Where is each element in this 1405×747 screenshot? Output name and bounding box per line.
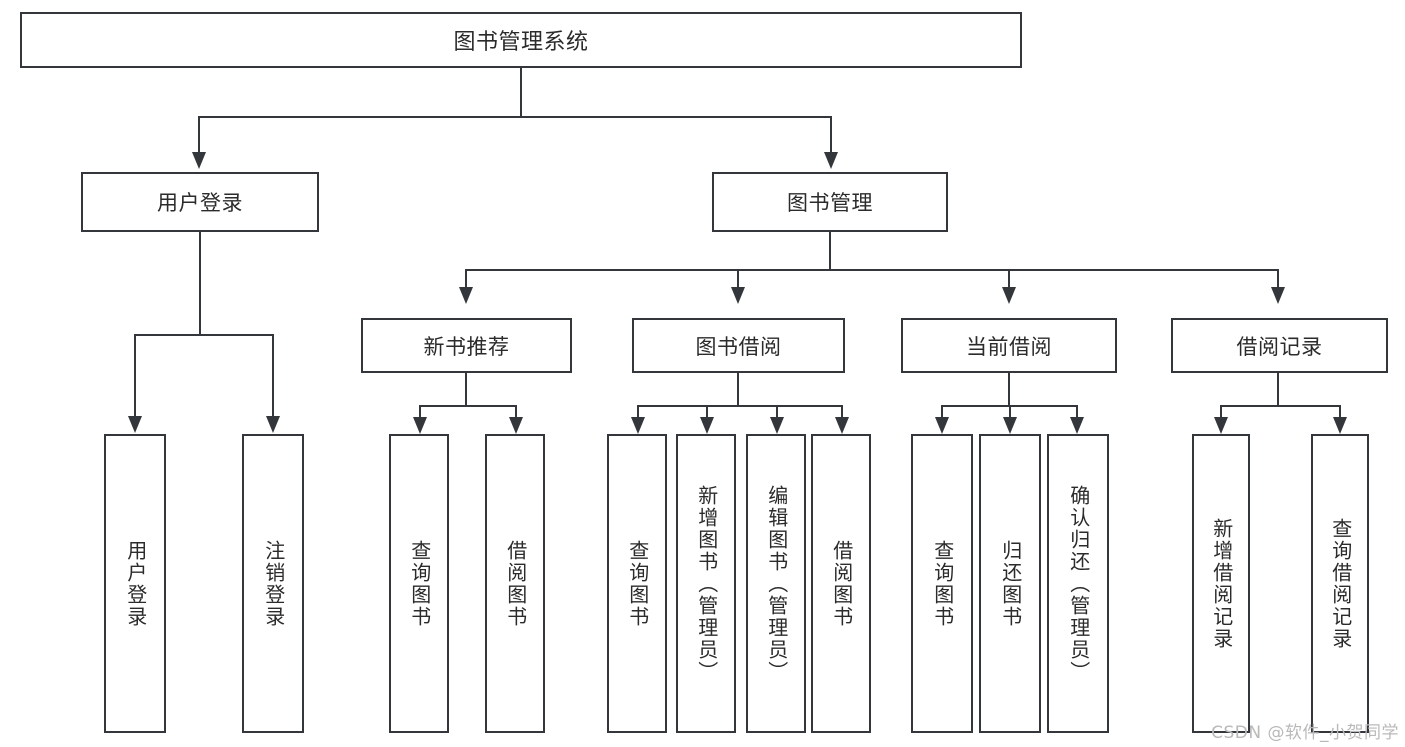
node-label: 注销登录 — [261, 539, 286, 628]
leaf-borrow-book-recommend[interactable]: 借阅图书 — [485, 434, 545, 733]
node-book-borrow[interactable]: 图书借阅 — [632, 318, 845, 373]
leaf-query-book-current[interactable]: 查询图书 — [911, 434, 973, 733]
edge-root-stem — [520, 68, 522, 117]
node-label: 查询借阅记录 — [1328, 517, 1353, 650]
node-label: 图书管理系统 — [453, 30, 589, 55]
edge-to-new-book-recommend — [465, 269, 467, 289]
node-current-borrow[interactable]: 当前借阅 — [901, 318, 1117, 373]
arrow-down-icon — [266, 416, 280, 433]
leaf-query-book-recommend[interactable]: 查询图书 — [389, 434, 449, 733]
edge-borrow-record-stem — [1277, 373, 1279, 406]
edge-cb-to-leaf-3 — [1076, 405, 1078, 419]
node-label: 归还图书 — [998, 539, 1023, 628]
edge-to-book-borrow — [737, 269, 739, 289]
arrow-down-icon — [128, 416, 142, 433]
edge-user-login-stem — [199, 232, 201, 336]
edge-br-to-leaf-1 — [1220, 405, 1222, 419]
arrow-down-icon — [459, 287, 473, 304]
edge-new-book-recommend-stem — [465, 373, 467, 406]
arrow-down-icon — [1003, 417, 1017, 434]
node-label: 借阅图书 — [503, 539, 528, 628]
arrow-down-icon — [1214, 417, 1228, 434]
node-label: 用户登录 — [157, 191, 243, 215]
node-label: 新书推荐 — [423, 334, 510, 359]
arrow-down-icon — [1271, 287, 1285, 304]
node-label: 查询图书 — [930, 539, 955, 628]
arrow-down-icon — [413, 417, 427, 434]
node-label: 新增借阅记录 — [1209, 517, 1234, 650]
arrow-down-icon — [509, 417, 523, 434]
node-label: 当前借阅 — [966, 334, 1052, 359]
arrow-down-icon — [935, 417, 949, 434]
node-label: 借阅记录 — [1236, 334, 1323, 359]
edge-borrow-record-bus — [1220, 405, 1341, 407]
node-label: 图书借阅 — [695, 334, 782, 359]
node-label: 查询图书 — [407, 539, 432, 628]
node-label: 新增图书（管理员） — [694, 484, 719, 683]
leaf-query-book-borrow[interactable]: 查询图书 — [607, 434, 667, 733]
node-label: 图书管理 — [787, 191, 873, 215]
edge-user-login-to-leaf-2 — [272, 334, 274, 418]
node-new-book-recommend[interactable]: 新书推荐 — [361, 318, 572, 373]
node-label: 查询图书 — [625, 539, 650, 628]
edge-to-borrow-record — [1277, 269, 1279, 289]
leaf-confirm-return-admin[interactable]: 确认归还（管理员） — [1047, 434, 1109, 733]
arrow-down-icon — [770, 417, 784, 434]
node-label: 用户登录 — [123, 539, 148, 628]
edge-root-to-user-login — [198, 116, 200, 154]
node-book-management[interactable]: 图书管理 — [712, 172, 948, 232]
leaf-query-borrow-record[interactable]: 查询借阅记录 — [1311, 434, 1369, 733]
node-user-login[interactable]: 用户登录 — [81, 172, 319, 232]
arrow-down-icon — [700, 417, 714, 434]
leaf-add-borrow-record[interactable]: 新增借阅记录 — [1192, 434, 1250, 733]
edge-book-management-stem — [829, 232, 831, 271]
arrow-down-icon — [631, 417, 645, 434]
edge-user-login-to-leaf-1 — [134, 334, 136, 418]
node-root-book-management-system[interactable]: 图书管理系统 — [20, 12, 1022, 68]
edge-book-management-bus — [465, 269, 1278, 271]
arrow-down-icon — [1333, 417, 1347, 434]
arrow-down-icon — [1002, 287, 1016, 304]
edge-new-book-recommend-bus — [419, 405, 517, 407]
edge-book-borrow-bus — [637, 405, 843, 407]
edge-cb-to-leaf-2 — [1009, 405, 1011, 419]
node-label: 确认归还（管理员） — [1066, 484, 1091, 683]
edge-book-borrow-stem — [737, 373, 739, 406]
edge-bb-to-leaf-3 — [776, 405, 778, 419]
edge-br-to-leaf-2 — [1339, 405, 1341, 419]
leaf-user-login[interactable]: 用户登录 — [104, 434, 166, 733]
leaf-add-book-admin[interactable]: 新增图书（管理员） — [676, 434, 736, 733]
arrow-down-icon — [1070, 417, 1084, 434]
node-label: 借阅图书 — [829, 539, 854, 628]
edge-user-login-bus — [134, 334, 272, 336]
edge-bb-to-leaf-1 — [637, 405, 639, 419]
edge-bb-to-leaf-4 — [841, 405, 843, 419]
node-label: 编辑图书（管理员） — [764, 484, 789, 683]
watermark-text: CSDN @软件_小贺同学 — [1211, 723, 1399, 743]
edge-current-borrow-stem — [1008, 373, 1010, 406]
arrow-down-icon — [835, 417, 849, 434]
leaf-borrow-book[interactable]: 借阅图书 — [811, 434, 871, 733]
arrow-down-icon — [824, 152, 838, 169]
edge-bb-to-leaf-2 — [706, 405, 708, 419]
edge-nbr-to-leaf-2 — [515, 405, 517, 419]
edge-root-bus — [198, 116, 832, 118]
arrow-down-icon — [192, 152, 206, 169]
arrow-down-icon — [731, 287, 745, 304]
edge-cb-to-leaf-1 — [941, 405, 943, 419]
leaf-edit-book-admin[interactable]: 编辑图书（管理员） — [746, 434, 806, 733]
edge-nbr-to-leaf-1 — [419, 405, 421, 419]
edge-root-to-book-management — [830, 116, 832, 154]
node-borrow-record[interactable]: 借阅记录 — [1171, 318, 1388, 373]
edge-to-current-borrow — [1008, 269, 1010, 289]
leaf-logout[interactable]: 注销登录 — [242, 434, 304, 733]
leaf-return-book[interactable]: 归还图书 — [979, 434, 1041, 733]
